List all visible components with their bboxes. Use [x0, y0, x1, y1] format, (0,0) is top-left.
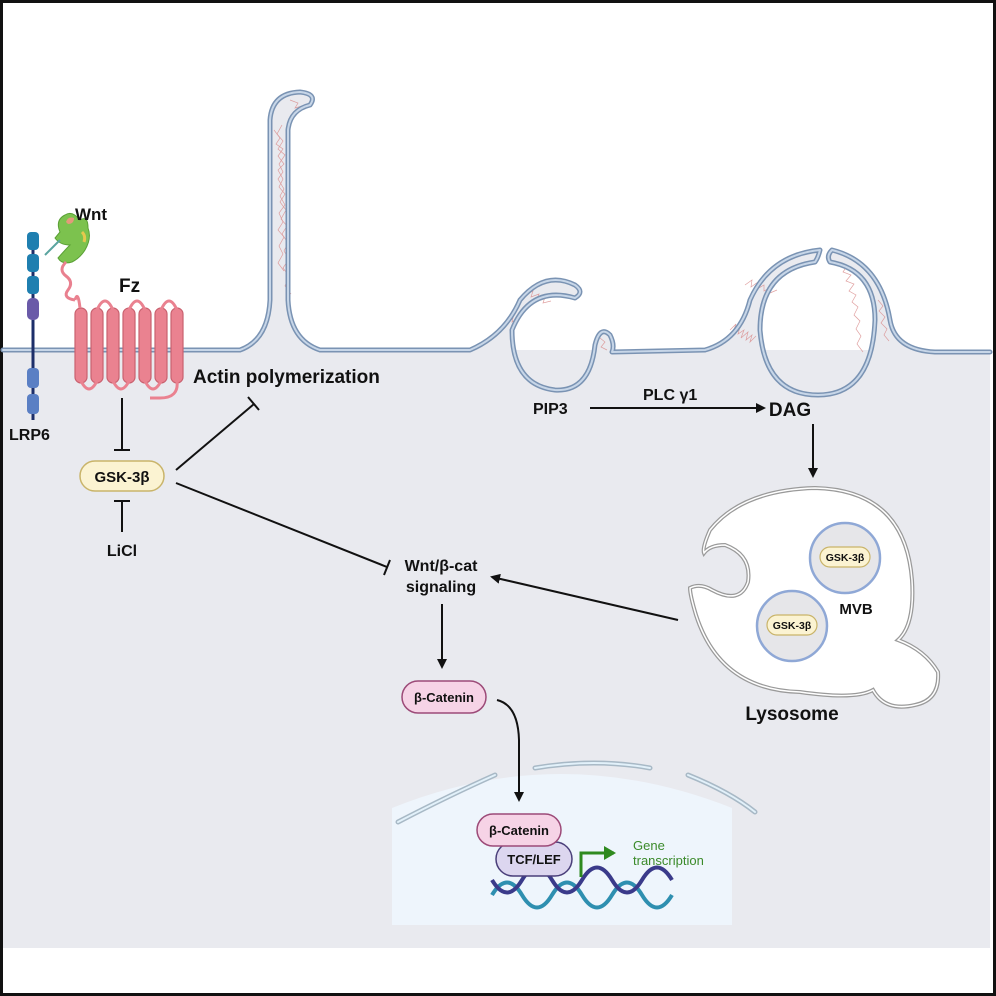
fz-receptor	[73, 294, 184, 400]
mvb-lower: GSK-3β	[755, 589, 829, 663]
wnt-ligand	[44, 212, 90, 302]
gsk-actin-inhibition	[175, 396, 260, 471]
licl-gsk-inhibition	[114, 500, 130, 532]
lysosome-wnt-signaling-arrow	[490, 573, 679, 621]
wnt-signaling-label-line1: Wnt/β-cat	[405, 558, 479, 575]
bcatenin-nucleus-node: β-Catenin	[476, 813, 562, 847]
gsk3b-label: GSK-3β	[95, 469, 150, 486]
mvb-label: MVB	[839, 601, 873, 618]
gene-transcription-label-line2: transcription	[633, 853, 704, 868]
mvb-gsk3b-label-2: GSK-3β	[773, 620, 812, 632]
tcf-lef-node: TCF/LEF	[495, 841, 573, 877]
wnt-signaling-label-line2: signaling	[406, 579, 476, 596]
mvb-gsk3b-label-1: GSK-3β	[826, 552, 865, 564]
gsk3b-node: GSK-3β	[79, 460, 165, 492]
fz-gsk-inhibition	[114, 398, 130, 451]
gene-transcription-arrow	[579, 846, 616, 877]
licl-label: LiCl	[107, 543, 137, 560]
tcf-lef-label: TCF/LEF	[507, 852, 560, 867]
lrp6-label: LRP6	[9, 427, 50, 444]
lysosome-label: Lysosome	[745, 704, 838, 725]
mvb-upper: GSK-3β	[808, 521, 882, 595]
gene-transcription-label-line1: Gene	[633, 838, 665, 853]
gsk-wnt-signaling-inhibition	[175, 482, 391, 576]
lrp6-receptor	[27, 232, 39, 420]
plc-gamma1-label: PLC γ1	[643, 387, 697, 404]
fz-label: Fz	[119, 276, 140, 297]
actin-polymerization-label: Actin polymerization	[193, 367, 380, 388]
wnt-label: Wnt	[75, 205, 107, 224]
bcatenin-cytoplasm-node: β-Catenin	[401, 680, 487, 714]
dag-label: DAG	[769, 400, 811, 421]
pip3-label: PIP3	[533, 401, 568, 418]
plasma-membrane	[0, 89, 993, 398]
lysosome: GSK-3β GSK-3β MVB	[687, 485, 941, 709]
dna-helix	[490, 865, 674, 910]
bcatenin-nuclear-translocation-arrow	[496, 699, 524, 802]
bcatenin-nucleus-label: β-Catenin	[489, 823, 549, 838]
bcatenin-cytoplasm-label: β-Catenin	[414, 690, 474, 705]
